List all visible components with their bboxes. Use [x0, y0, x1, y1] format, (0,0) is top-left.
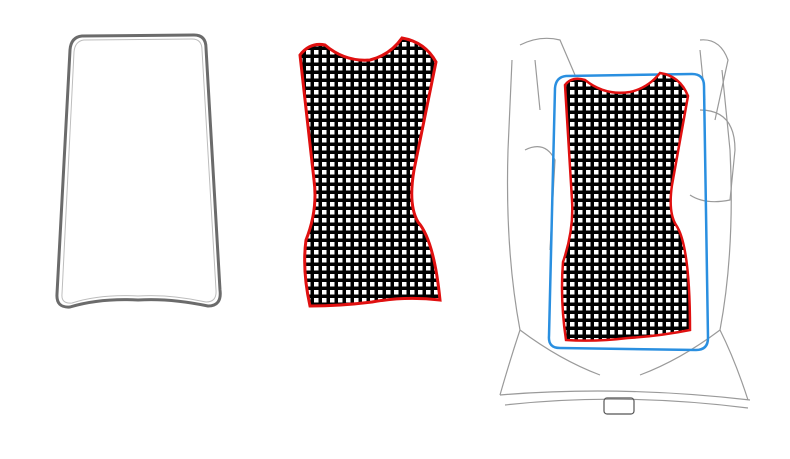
- backpack-frame: [547, 72, 710, 352]
- frame-outline: [55, 33, 222, 309]
- backpack-sketch: [499, 37, 751, 415]
- backpack-assembly: [499, 37, 751, 415]
- mesh-panel: [298, 36, 442, 308]
- backpack-mesh: [560, 71, 692, 342]
